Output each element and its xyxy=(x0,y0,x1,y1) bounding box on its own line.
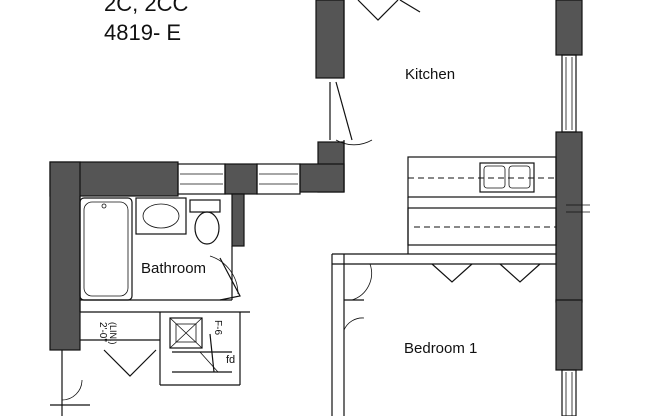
dimension-label: 2'-0" xyxy=(97,322,108,342)
bedroom-door-swing xyxy=(342,263,372,301)
bathroom-door xyxy=(219,257,241,301)
window-east-bedroom xyxy=(561,369,577,416)
closet-code-label: F-6 xyxy=(212,320,223,335)
doors xyxy=(61,0,421,401)
bathtub xyxy=(79,197,133,301)
window-bathroom xyxy=(177,163,226,195)
kitchen-counter xyxy=(407,156,590,283)
toilet-tank xyxy=(189,199,221,213)
window-east-kitchen xyxy=(561,54,577,133)
wall-window-right xyxy=(299,163,345,193)
room-label-bedroom-1: Bedroom 1 xyxy=(404,340,477,357)
toilet-bowl xyxy=(194,211,220,245)
room-label-bathroom: Bathroom xyxy=(141,260,206,277)
kitchen-sink xyxy=(479,162,535,193)
closet-door xyxy=(103,349,157,377)
wall-east-top xyxy=(555,0,583,56)
wall-east-lower xyxy=(555,299,583,371)
bathroom-sink xyxy=(135,197,187,235)
wall-bath-left xyxy=(49,161,81,351)
window-hall xyxy=(256,163,301,195)
cabinet-door-right xyxy=(499,263,541,283)
wall-east-mid xyxy=(555,131,583,303)
wall-kitchen-upper xyxy=(315,0,345,79)
walls xyxy=(49,0,583,371)
bathroom-fixtures xyxy=(79,197,221,301)
linen-label: (LIN.) xyxy=(108,322,118,345)
room-label-kitchen: Kitchen xyxy=(405,66,455,83)
windows xyxy=(177,54,577,416)
closet-box xyxy=(169,317,203,349)
closet-detail xyxy=(169,317,232,373)
wall-bath-right xyxy=(231,193,245,247)
unit-number: 4819- E xyxy=(104,20,181,45)
closet-fd-label: fd xyxy=(226,354,235,366)
kitchen-counter-top xyxy=(407,156,557,198)
kitchen-island xyxy=(407,207,557,246)
wall-column xyxy=(224,163,258,195)
plan-subtitle: 2C, 2CC xyxy=(104,0,188,16)
cabinet-door-left xyxy=(431,263,473,283)
upper-closet-door xyxy=(357,0,399,21)
